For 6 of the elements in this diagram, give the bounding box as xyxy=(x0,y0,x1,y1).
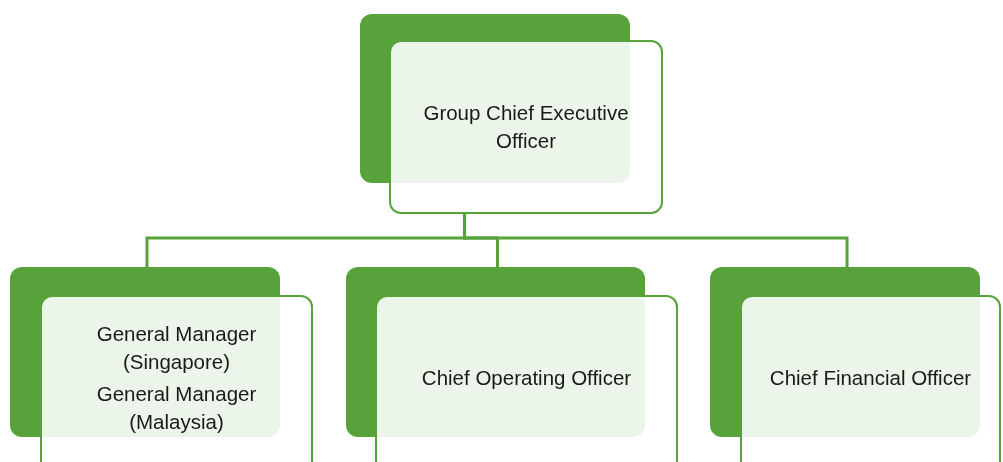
position-title: Chief Financial Officer xyxy=(769,365,972,391)
position-title: Chief Operating Officer xyxy=(421,365,632,391)
position-title: General Manager (Malaysia) xyxy=(95,381,258,435)
position-title: Group Chief Executive Officer xyxy=(422,100,630,154)
connector-line xyxy=(463,214,849,267)
position-title: General Manager (Singapore) xyxy=(95,321,258,375)
